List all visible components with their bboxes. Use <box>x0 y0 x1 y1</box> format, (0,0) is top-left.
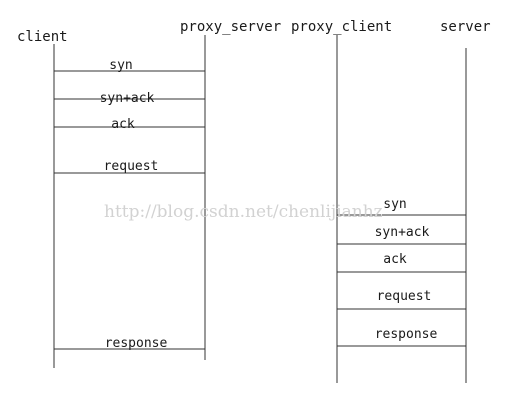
right-message-label: response <box>375 327 438 342</box>
left-message-label: syn+ack <box>100 91 155 106</box>
watermark-text: http://blog.csdn.net/chenlijianhz <box>104 202 383 222</box>
right-message-label: request <box>377 289 432 304</box>
right-message-label: ack <box>383 252 407 267</box>
participant-client: client <box>17 29 68 45</box>
left-message-label: ack <box>111 117 135 132</box>
participant-proxy-client: proxy_client <box>291 19 392 35</box>
left-message-label: response <box>105 336 168 351</box>
right-message-label: syn <box>383 197 406 212</box>
participant-proxy-server: proxy_server <box>180 19 281 35</box>
right-message-label: syn+ack <box>375 225 430 240</box>
participant-server: server <box>440 19 491 35</box>
left-message-label: request <box>104 159 159 174</box>
left-message-label: syn <box>109 58 132 73</box>
